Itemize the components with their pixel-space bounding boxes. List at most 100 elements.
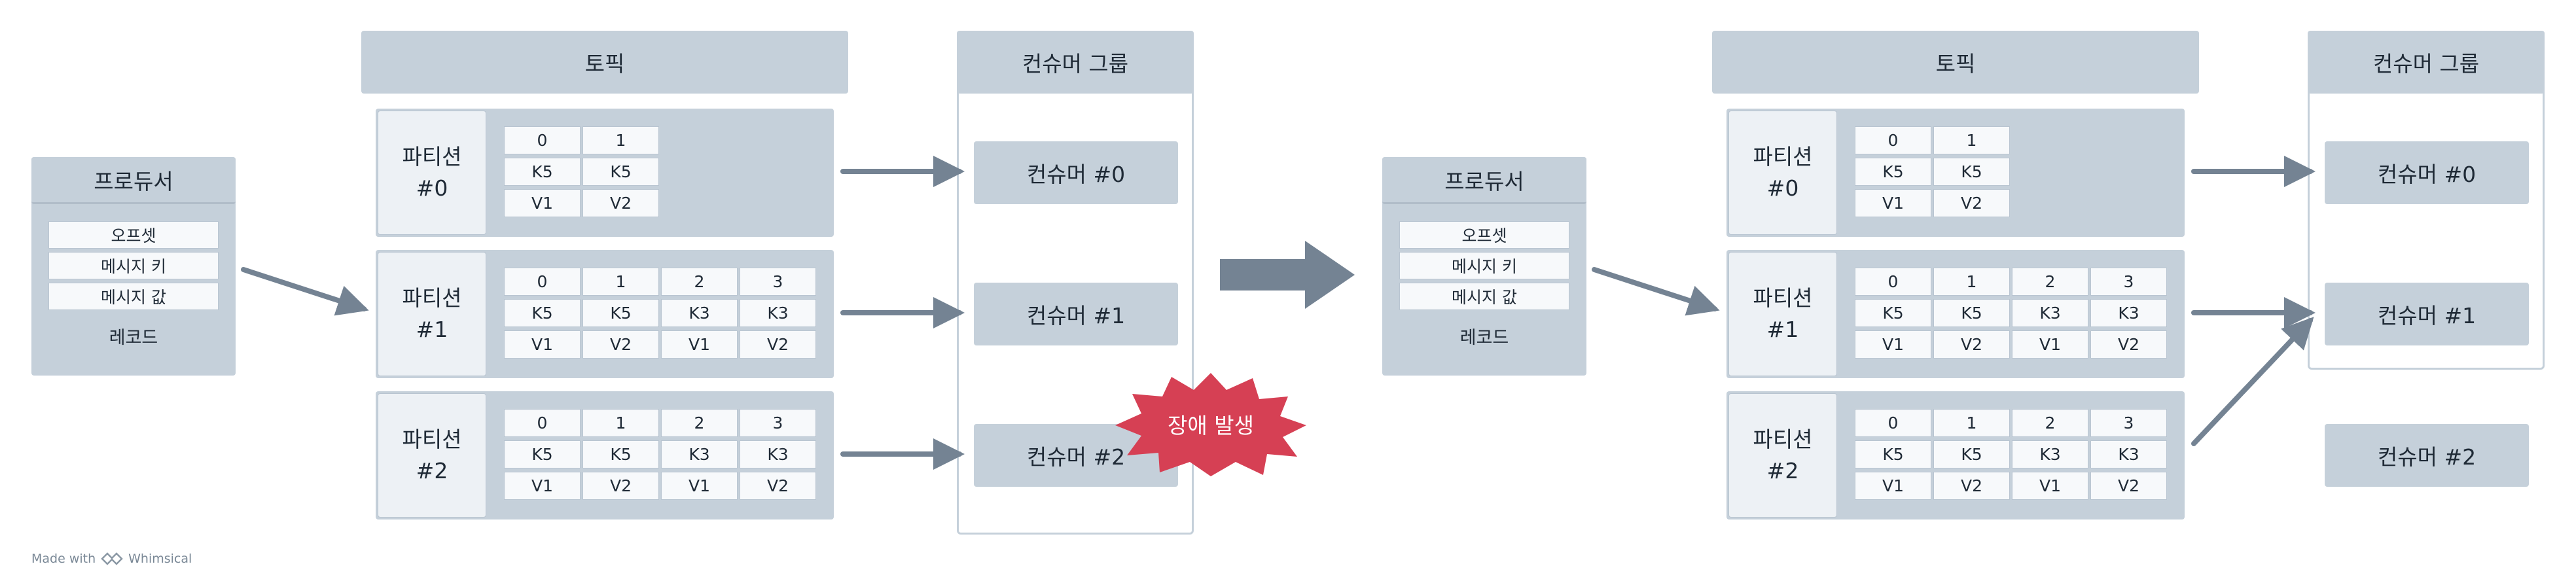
partition-cells: 0 1 K5 K5 V1 V2 bbox=[1855, 126, 2169, 220]
key-cell: K3 bbox=[2012, 299, 2088, 327]
offset-cell: 0 bbox=[1855, 409, 1931, 437]
arrow-partition-2-to-consumer-1 bbox=[2191, 317, 2314, 446]
partition-cells: 0 1 K5 K5 V1 V2 bbox=[504, 126, 818, 220]
partition-label: 파티션 #2 bbox=[378, 393, 486, 518]
burst-shape bbox=[1115, 373, 1306, 476]
partition-cells: 0 1 2 3 K5 K5 K3 K3 V1 V2 V1 V2 bbox=[504, 409, 818, 502]
key-cell: K5 bbox=[582, 299, 659, 327]
right-producer: 프로듀서 오프셋 메시지 키 메시지 값 레코드 bbox=[1382, 157, 1586, 376]
offset-cell: 0 bbox=[504, 268, 581, 296]
partition-label-text: 파티션 bbox=[1753, 285, 1813, 311]
offset-cell: 1 bbox=[582, 409, 659, 437]
arrow-producer-to-partition-1 bbox=[1592, 267, 1720, 316]
offset-cell: 0 bbox=[504, 126, 581, 154]
right-partition-0: 파티션 #0 0 1 K5 K5 V1 V2 bbox=[1726, 109, 2185, 237]
key-cell: K5 bbox=[582, 158, 659, 186]
left-topic-title: 토픽 bbox=[361, 31, 848, 94]
offset-cell: 1 bbox=[1933, 409, 2010, 437]
value-cell: V1 bbox=[2012, 330, 2088, 359]
left-partition-1: 파티션 #1 0 1 2 3 K5 K5 K3 K3 V1 V2 V1 V2 bbox=[376, 250, 834, 378]
producer-field-offset: 오프셋 bbox=[1399, 221, 1569, 249]
key-cell: K5 bbox=[1933, 440, 2010, 468]
left-partition-2: 파티션 #2 0 1 2 3 K5 K5 K3 K3 V1 V2 V1 V2 bbox=[376, 391, 834, 519]
partition-label: 파티션 #1 bbox=[1728, 252, 1837, 376]
value-cell: V1 bbox=[504, 472, 581, 500]
value-cell: V1 bbox=[661, 330, 738, 359]
key-cell: K5 bbox=[1933, 158, 2010, 186]
value-cell: V2 bbox=[582, 472, 659, 500]
arrow-producer-to-partition-1 bbox=[241, 267, 369, 316]
value-cell: V2 bbox=[740, 472, 816, 500]
producer-field-message-value: 메시지 값 bbox=[48, 283, 219, 310]
offset-cell: 3 bbox=[740, 409, 816, 437]
partition-label-number: #1 bbox=[1766, 317, 1799, 342]
left-consumer-group-title: 컨슈머 그룹 bbox=[957, 31, 1194, 94]
value-cell: V2 bbox=[1933, 189, 2010, 217]
key-cell: K3 bbox=[740, 299, 816, 327]
value-cell: V2 bbox=[582, 189, 659, 217]
value-cell: V1 bbox=[504, 330, 581, 359]
partition-label-text: 파티션 bbox=[402, 144, 462, 169]
right-consumer-0: 컨슈머 #0 bbox=[2325, 141, 2529, 204]
key-cell: K5 bbox=[504, 440, 581, 468]
right-topic-title: 토픽 bbox=[1712, 31, 2199, 94]
partition-label-number: #1 bbox=[416, 317, 448, 342]
key-cell: K5 bbox=[1855, 299, 1931, 327]
left-producer: 프로듀서 오프셋 메시지 키 메시지 값 레코드 bbox=[31, 157, 236, 376]
partition-label-number: #2 bbox=[416, 458, 448, 484]
partition-cells: 0 1 2 3 K5 K5 K3 K3 V1 V2 V1 V2 bbox=[1855, 268, 2169, 361]
key-cell: K3 bbox=[661, 440, 738, 468]
right-partition-1: 파티션 #1 0 1 2 3 K5 K5 K3 K3 V1 V2 V1 V2 bbox=[1726, 250, 2185, 378]
offset-cell: 3 bbox=[2090, 409, 2167, 437]
producer-title: 프로듀서 bbox=[1382, 157, 1586, 204]
left-consumer-0: 컨슈머 #0 bbox=[974, 141, 1178, 204]
offset-cell: 3 bbox=[2090, 268, 2167, 296]
key-cell: K3 bbox=[661, 299, 738, 327]
right-consumer-1: 컨슈머 #1 bbox=[2325, 283, 2529, 345]
producer-record-label: 레코드 bbox=[1459, 327, 1509, 348]
partition-label: 파티션 #1 bbox=[378, 252, 486, 376]
partition-label: 파티션 #0 bbox=[378, 111, 486, 235]
whimsical-logo-icon bbox=[101, 552, 123, 565]
key-cell: K5 bbox=[1933, 299, 2010, 327]
partition-cells: 0 1 2 3 K5 K5 K3 K3 V1 V2 V1 V2 bbox=[504, 268, 818, 361]
partition-label: 파티션 #0 bbox=[1728, 111, 1837, 235]
value-cell: V2 bbox=[2090, 472, 2167, 500]
key-cell: K3 bbox=[2090, 299, 2167, 327]
made-with-footer[interactable]: Made with Whimsical bbox=[31, 548, 192, 569]
offset-cell: 1 bbox=[1933, 126, 2010, 154]
partition-label-number: #2 bbox=[1766, 458, 1799, 484]
right-consumer-2-detached: 컨슈머 #2 bbox=[2325, 424, 2529, 487]
key-cell: K5 bbox=[504, 299, 581, 327]
transition-arrow bbox=[1220, 241, 1355, 309]
value-cell: V1 bbox=[1855, 472, 1931, 500]
partition-cells: 0 1 2 3 K5 K5 K3 K3 V1 V2 V1 V2 bbox=[1855, 409, 2169, 502]
failure-burst: 장애 발생 bbox=[1113, 370, 1309, 478]
made-with-text: Made with bbox=[31, 552, 96, 566]
offset-cell: 1 bbox=[582, 126, 659, 154]
key-cell: K3 bbox=[2012, 440, 2088, 468]
offset-cell: 2 bbox=[661, 268, 738, 296]
left-partition-0: 파티션 #0 0 1 K5 K5 V1 V2 bbox=[376, 109, 834, 237]
producer-field-message-key: 메시지 키 bbox=[1399, 252, 1569, 279]
offset-cell: 2 bbox=[2012, 409, 2088, 437]
offset-cell: 0 bbox=[1855, 126, 1931, 154]
value-cell: V2 bbox=[1933, 330, 2010, 359]
offset-cell: 2 bbox=[2012, 268, 2088, 296]
offset-cell: 3 bbox=[740, 268, 816, 296]
value-cell: V2 bbox=[2090, 330, 2167, 359]
whimsical-brand: Whimsical bbox=[128, 552, 192, 566]
key-cell: K5 bbox=[1855, 440, 1931, 468]
key-cell: K5 bbox=[582, 440, 659, 468]
producer-title: 프로듀서 bbox=[31, 157, 236, 204]
key-cell: K5 bbox=[504, 158, 581, 186]
value-cell: V2 bbox=[740, 330, 816, 359]
right-consumer-group-title: 컨슈머 그룹 bbox=[2308, 31, 2545, 94]
partition-label-number: #0 bbox=[1766, 175, 1799, 201]
producer-field-offset: 오프셋 bbox=[48, 221, 219, 249]
key-cell: K3 bbox=[740, 440, 816, 468]
producer-field-message-key: 메시지 키 bbox=[48, 252, 219, 279]
producer-record-label: 레코드 bbox=[109, 327, 158, 348]
partition-label-text: 파티션 bbox=[1753, 427, 1813, 452]
partition-label-number: #0 bbox=[416, 175, 448, 201]
